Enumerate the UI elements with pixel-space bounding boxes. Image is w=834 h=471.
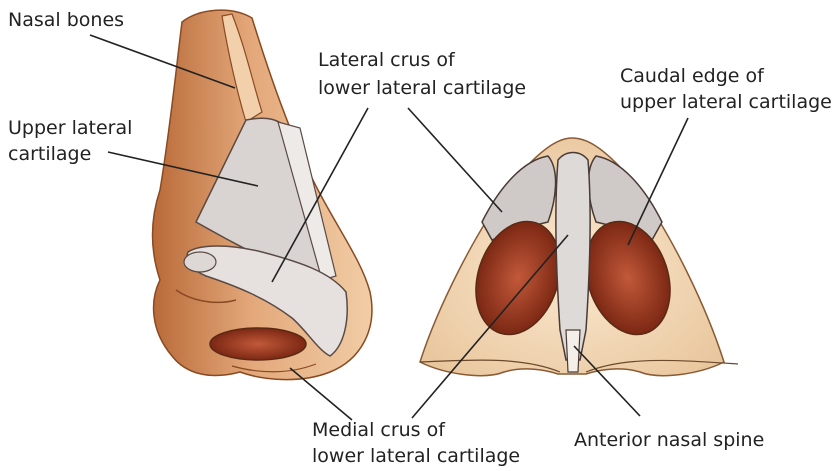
label-caudal-edge-line1: Caudal edge of bbox=[620, 64, 764, 88]
label-lateral-crus-line1: Lateral crus of bbox=[318, 48, 455, 72]
lateral-nostril-shape bbox=[210, 328, 306, 360]
label-upper-lateral-line2: cartilage bbox=[8, 142, 91, 166]
label-anterior-nasal-spine: Anterior nasal spine bbox=[574, 428, 764, 452]
label-medial-crus-line2: lower lateral cartilage bbox=[312, 444, 520, 468]
label-lateral-crus-line2: lower lateral cartilage bbox=[318, 76, 526, 100]
columella-medial-crura bbox=[556, 153, 590, 361]
sesamoid-cartilage-shape bbox=[184, 252, 216, 272]
label-upper-lateral-line1: Upper lateral bbox=[8, 116, 132, 140]
label-nasal-bones: Nasal bones bbox=[8, 8, 124, 32]
label-medial-crus-line1: Medial crus of bbox=[312, 418, 445, 442]
label-caudal-edge-line2: upper lateral cartilage bbox=[620, 90, 832, 114]
leader-lateral-crus-base bbox=[408, 108, 502, 212]
